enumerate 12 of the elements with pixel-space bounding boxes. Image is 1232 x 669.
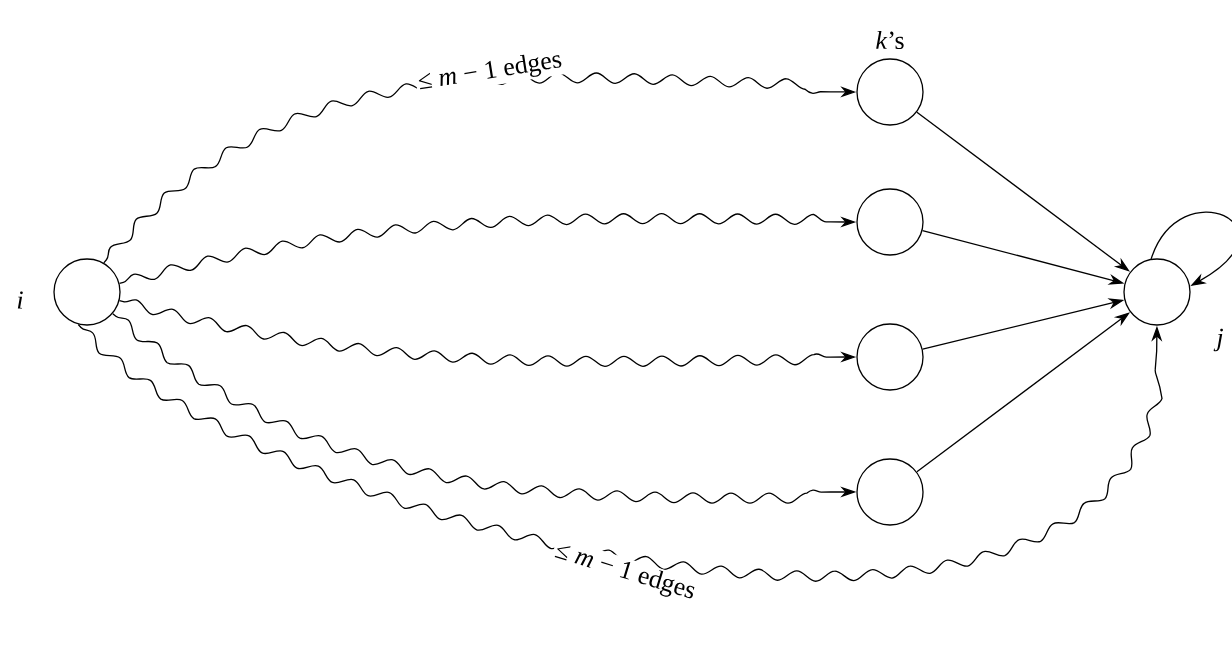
circle-node	[1123, 258, 1191, 326]
circle-node	[856, 323, 924, 391]
arrow	[77, 323, 1163, 582]
circle-node	[856, 58, 924, 126]
circle-node	[856, 188, 924, 256]
node-label: i	[17, 291, 23, 309]
circle-node	[856, 458, 924, 526]
node-label: j	[1213, 328, 1223, 352]
edge-label: ≤ m − 1 edges	[414, 46, 566, 98]
edge-label: ≤ m − 1 edges	[549, 537, 701, 607]
circle-node	[53, 258, 121, 326]
node-label: k’s	[876, 30, 904, 50]
